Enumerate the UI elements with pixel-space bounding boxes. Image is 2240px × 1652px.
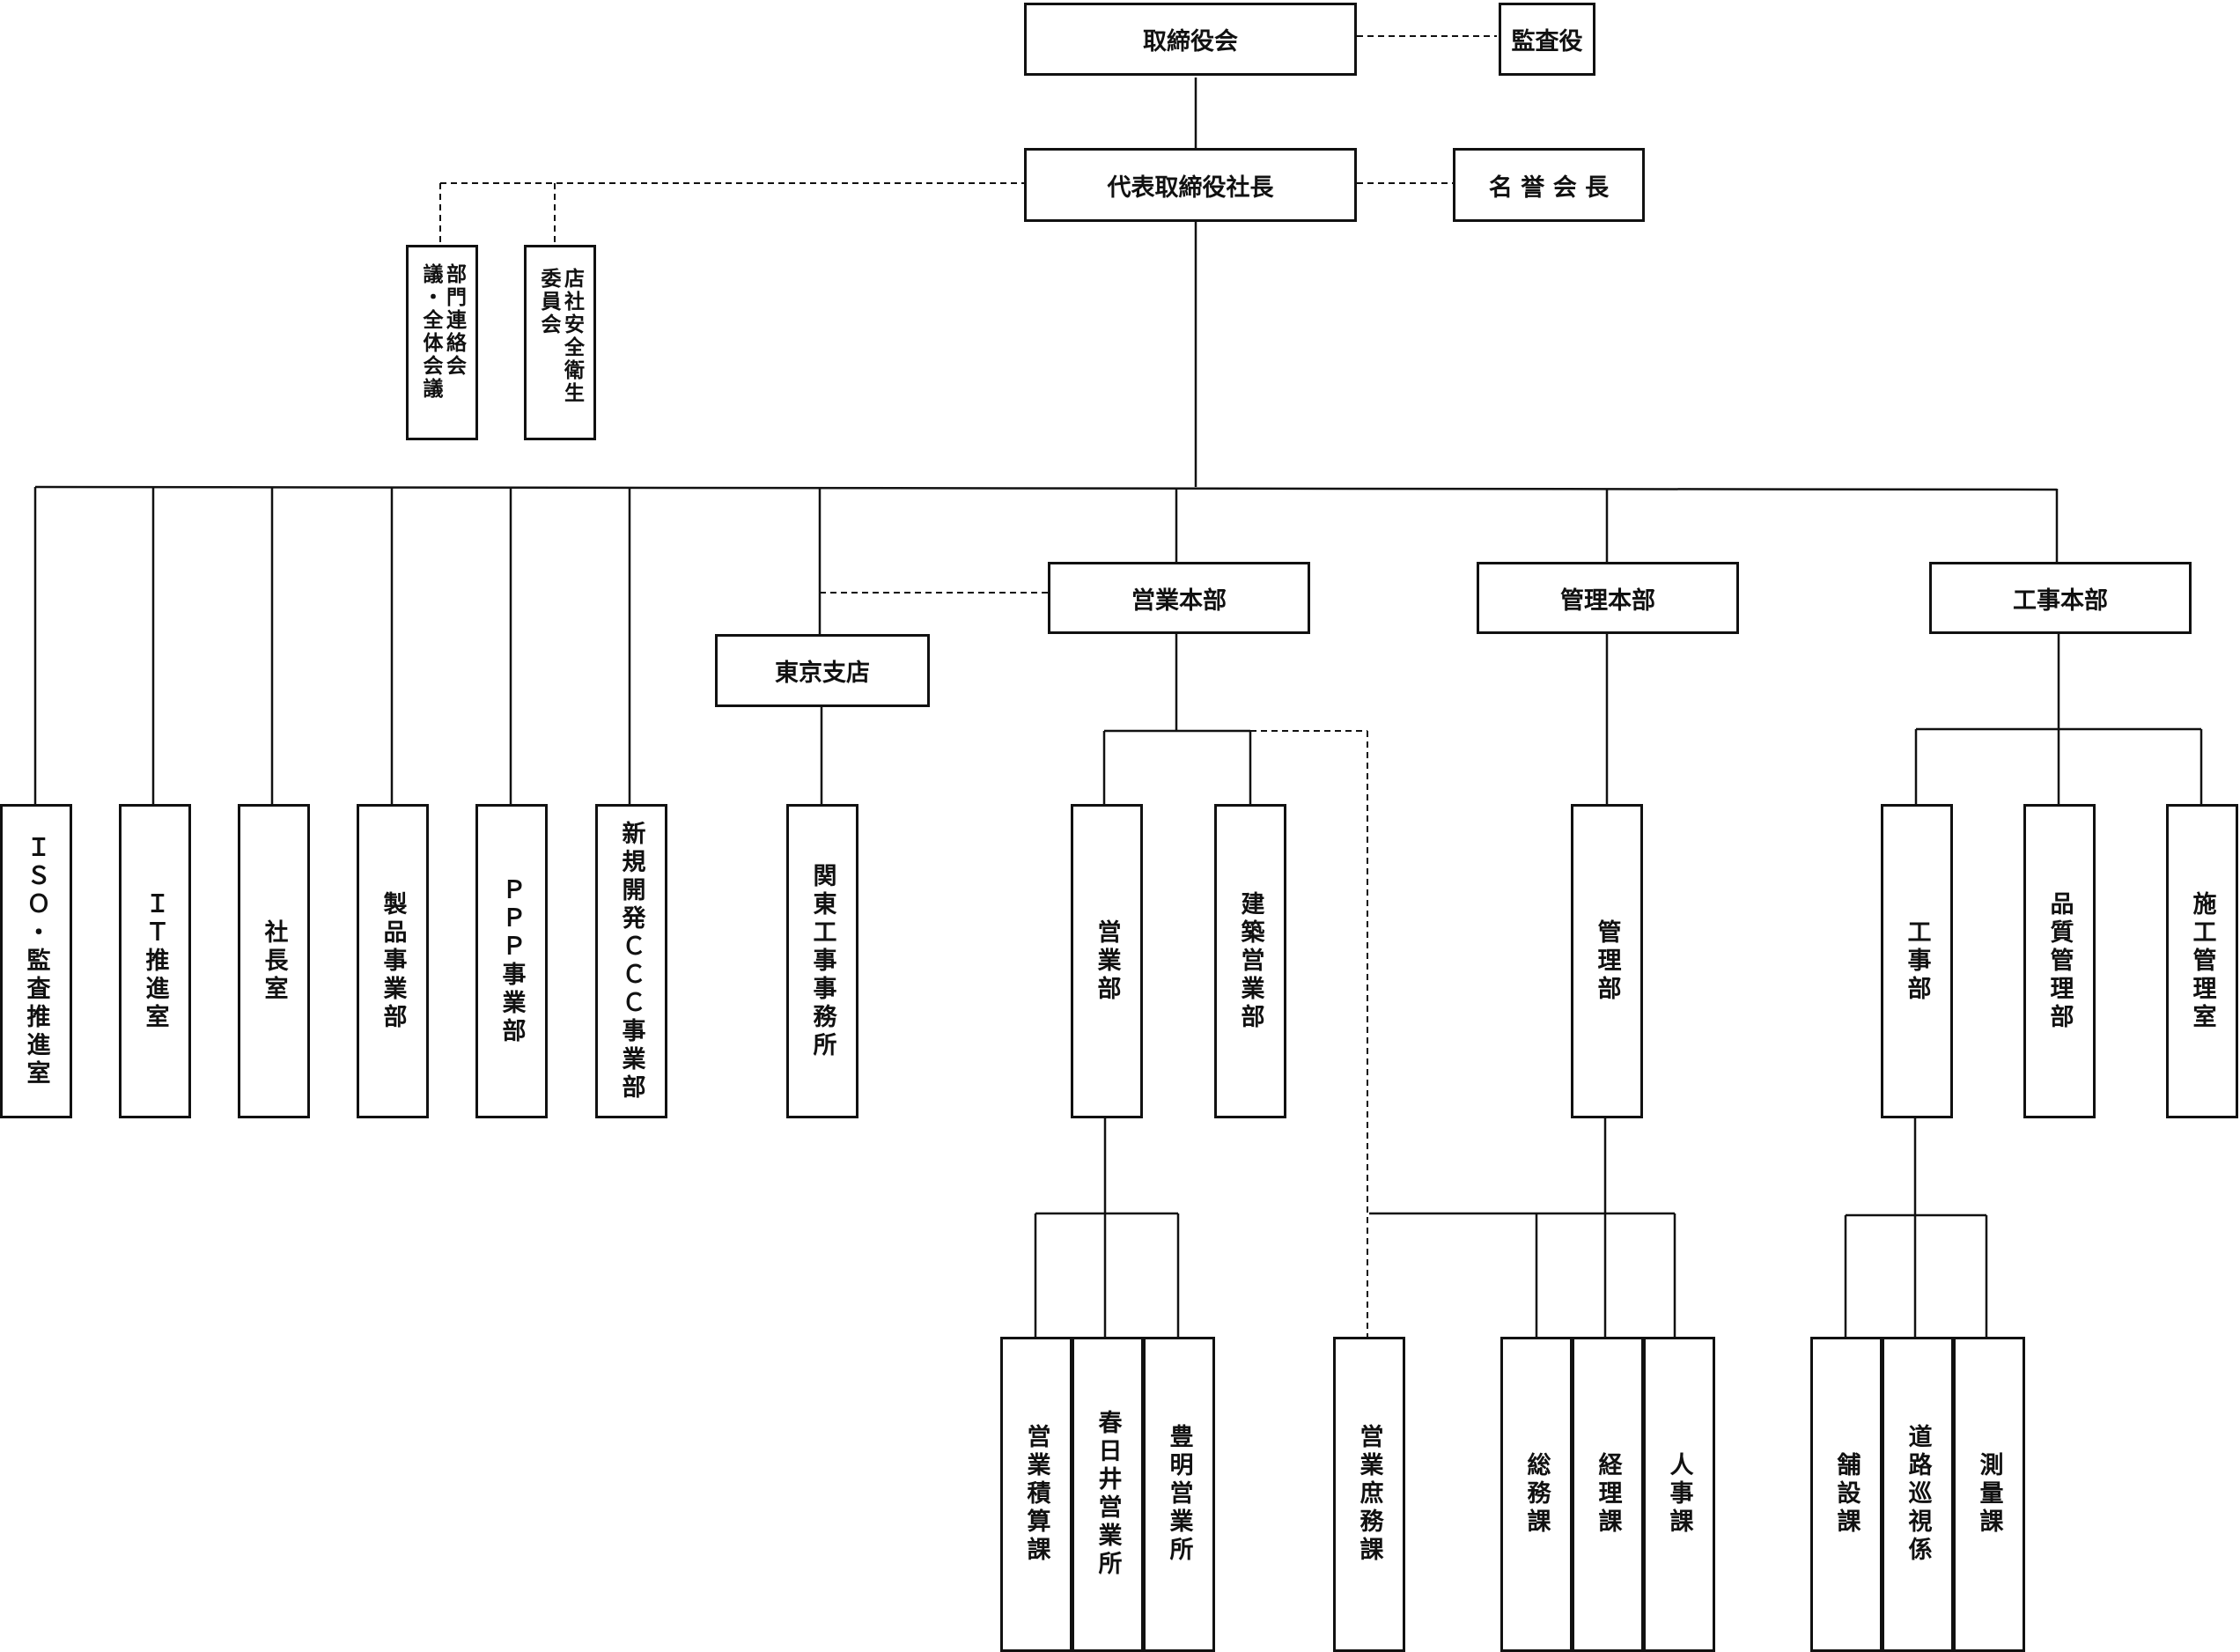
president-label: 代表取締役社長 [1107,173,1274,202]
auditor-box: 監査役 [1499,3,1595,76]
safety-committee-box: 店社安全衛生委員会 [524,245,596,440]
it-promotion-office-box: ＩＴ推進室 [119,804,191,1118]
president-office-box: 社長室 [238,804,310,1118]
personnel-section-label: 人事課 [1665,1452,1693,1537]
road-patrol-unit-label: 道路巡視係 [1904,1424,1932,1565]
honorary-chairman-box: 名 誉 会 長 [1453,148,1645,222]
quality-control-dept-box: 品質管理部 [2023,804,2096,1118]
toyoake-sales-office-box: 豊明営業所 [1143,1337,1215,1652]
new-development-ccc-division-box: 新規開発ＣＣＣ事業部 [595,804,667,1118]
iso-audit-office-box: ＩＳＯ・監査推進室 [0,804,72,1118]
president-office-label: 社長室 [260,918,288,1004]
survey-section-label: 測量課 [1975,1452,2003,1537]
tokyo-branch-label: 東京支店 [775,660,870,687]
construction-management-office-label: 施工管理室 [2188,890,2216,1032]
sales-dept-label: 営業部 [1093,918,1121,1004]
sales-hq-box: 営業本部 [1048,562,1310,634]
tokyo-branch-box: 東京支店 [715,634,930,707]
sales-estimating-section-label: 営業積算課 [1022,1424,1050,1565]
sales-hq-label: 営業本部 [1131,586,1227,615]
sales-general-affairs-section-box: 営業庶務課 [1333,1337,1405,1652]
board-of-directors-label: 取締役会 [1143,28,1238,55]
admin-hq-box: 管理本部 [1477,562,1739,634]
admin-hq-label: 管理本部 [1560,586,1655,615]
quality-control-dept-label: 品質管理部 [2045,890,2074,1032]
products-division-box: 製品事業部 [357,804,429,1118]
products-division-label: 製品事業部 [379,890,407,1032]
general-affairs-section-label: 総務課 [1522,1452,1551,1537]
admin-dept-box: 管理部 [1571,804,1643,1118]
new-development-ccc-division-label: 新規開発ＣＣＣ事業部 [617,820,645,1103]
iso-audit-office-label: ＩＳＯ・監査推進室 [22,834,50,1088]
sales-general-affairs-section-label: 営業庶務課 [1355,1424,1383,1565]
it-promotion-office-label: ＩＴ推進室 [141,890,169,1032]
construction-hq-label: 工事本部 [2013,586,2108,615]
paving-section-label: 舗設課 [1832,1452,1861,1537]
dept-liaison-meeting-label: 部門連絡会議・全体会議 [419,263,466,401]
sales-dept-box: 営業部 [1071,804,1143,1118]
works-dept-label: 工事部 [1903,918,1931,1004]
construction-hq-box: 工事本部 [1929,562,2192,634]
auditor-label: 監査役 [1511,28,1583,55]
construction-sales-dept-box: 建築営業部 [1214,804,1286,1118]
kasugai-sales-office-label: 春日井営業所 [1094,1410,1122,1579]
ppp-division-label: ＰＰＰ事業部 [497,876,526,1046]
general-affairs-section-box: 総務課 [1500,1337,1573,1652]
paving-section-box: 舗設課 [1810,1337,1883,1652]
president-box: 代表取締役社長 [1024,148,1357,222]
ppp-division-box: ＰＰＰ事業部 [475,804,548,1118]
dept-liaison-meeting-box: 部門連絡会議・全体会議 [406,245,478,440]
construction-management-office-box: 施工管理室 [2166,804,2238,1118]
sales-estimating-section-box: 営業積算課 [1000,1337,1072,1652]
accounting-section-label: 経理課 [1594,1452,1622,1537]
road-patrol-unit-box: 道路巡視係 [1882,1337,1954,1652]
accounting-section-box: 経理課 [1572,1337,1644,1652]
safety-committee-label: 店社安全衛生委員会 [537,268,584,405]
kanto-construction-office-label: 関東工事事務所 [808,862,836,1060]
honorary-chairman-label: 名 誉 会 長 [1488,173,1610,202]
works-dept-box: 工事部 [1881,804,1953,1118]
kasugai-sales-office-box: 春日井営業所 [1072,1337,1144,1652]
survey-section-box: 測量課 [1953,1337,2025,1652]
personnel-section-box: 人事課 [1643,1337,1715,1652]
admin-dept-label: 管理部 [1593,918,1621,1004]
toyoake-sales-office-label: 豊明営業所 [1165,1424,1193,1565]
construction-sales-dept-label: 建築営業部 [1236,890,1264,1032]
kanto-construction-office-box: 関東工事事務所 [786,804,858,1118]
board-of-directors-box: 取締役会 [1024,3,1357,76]
